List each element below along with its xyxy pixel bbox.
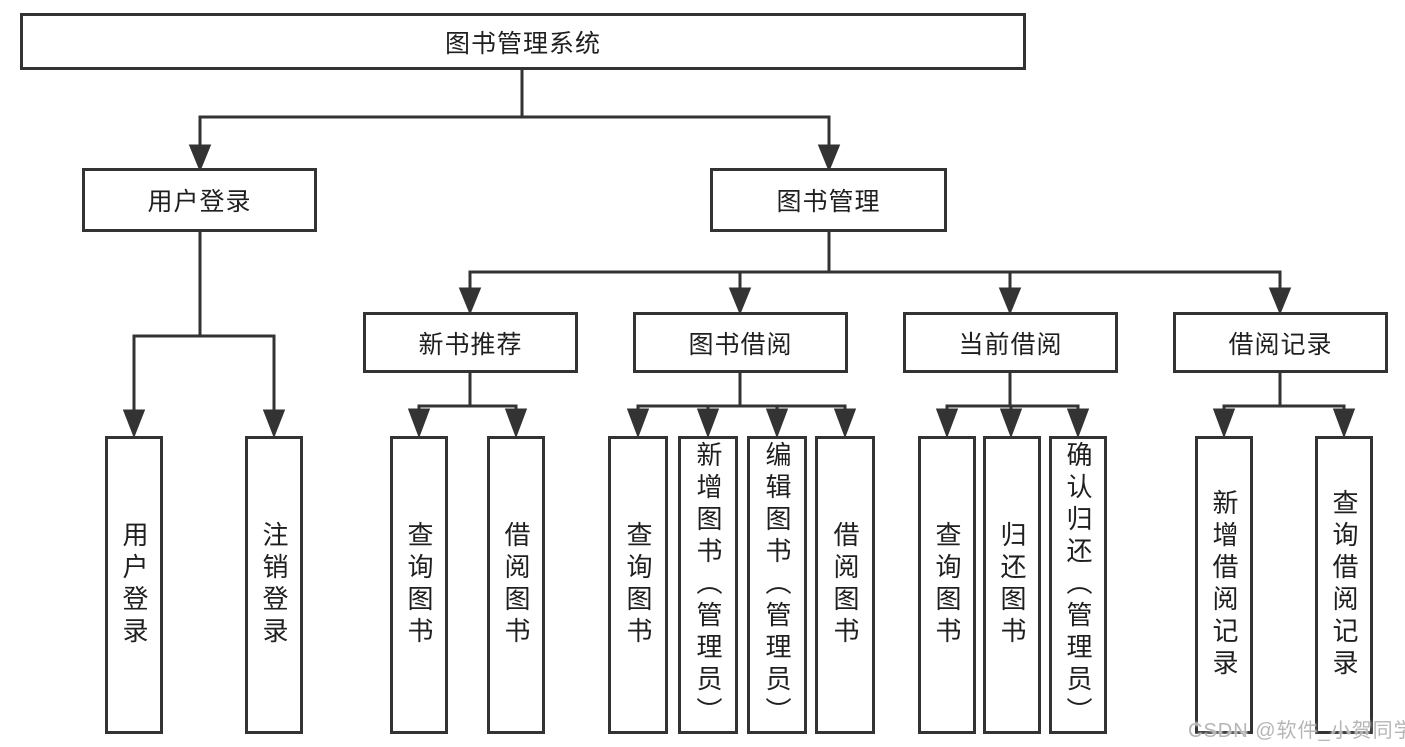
- node-borrowing-records-label: 借阅记录: [1228, 330, 1333, 359]
- node-user-login-label: 用户登录: [147, 188, 252, 216]
- leaf-cb-query-books: 查询图书: [918, 436, 976, 734]
- node-new-book-recommend: 新书推荐: [363, 312, 578, 373]
- leaf-nb-borrow-books: 借阅图书: [487, 436, 545, 734]
- node-library-system-label: 图书管理系统: [444, 29, 601, 58]
- leaf-bb-add-books-admin: 新增图书（管理员）: [678, 436, 738, 734]
- connector-records-children: [1212, 370, 1356, 439]
- node-book-borrowing: 图书借阅: [633, 312, 848, 373]
- node-book-borrowing-label: 图书借阅: [688, 330, 793, 359]
- leaf-user-login: 用户登录: [105, 436, 163, 734]
- node-current-borrowing-label: 当前借阅: [958, 330, 1063, 359]
- node-library-system: 图书管理系统: [20, 13, 1026, 70]
- leaf-cb-query-books-label: 查询图书: [932, 521, 962, 649]
- leaf-bb-borrow-books: 借阅图书: [815, 436, 875, 734]
- leaf-bb-query-books-label: 查询图书: [623, 521, 653, 649]
- csdn-watermark: CSDN @软件_小贺同学: [1188, 720, 1405, 742]
- leaf-user-login-label: 用户登录: [119, 521, 149, 649]
- leaf-bb-query-books: 查询图书: [608, 436, 668, 734]
- connector-new-book-children: [407, 370, 528, 439]
- connector-user-login-children: [122, 229, 286, 439]
- node-book-management: 图书管理: [710, 168, 947, 232]
- leaf-nb-query-books: 查询图书: [390, 436, 448, 734]
- leaf-cb-return-books-label: 归还图书: [997, 521, 1027, 649]
- leaf-cb-confirm-return-admin-label: 确认归还（管理员）: [1063, 441, 1093, 729]
- leaf-cb-confirm-return-admin: 确认归还（管理员）: [1049, 436, 1107, 734]
- connector-book-mgmt-to-level3: [458, 229, 1292, 315]
- connector-current-borrowing-children: [935, 370, 1090, 439]
- node-book-management-label: 图书管理: [776, 188, 881, 216]
- node-new-book-recommend-label: 新书推荐: [418, 330, 523, 359]
- leaf-rec-query-record-label: 查询借阅记录: [1329, 489, 1359, 681]
- connector-root-to-level2: [188, 66, 841, 172]
- connector-book-borrowing-children: [626, 370, 857, 439]
- leaf-logout-label: 注销登录: [259, 521, 289, 649]
- leaf-rec-add-record: 新增借阅记录: [1195, 436, 1253, 734]
- leaf-logout: 注销登录: [245, 436, 303, 734]
- leaf-bb-edit-books-admin: 编辑图书（管理员）: [747, 436, 807, 734]
- leaf-nb-borrow-books-label: 借阅图书: [501, 521, 531, 649]
- leaf-cb-return-books: 归还图书: [983, 436, 1041, 734]
- node-borrowing-records: 借阅记录: [1173, 312, 1388, 373]
- leaf-bb-borrow-books-label: 借阅图书: [830, 521, 860, 649]
- leaf-bb-add-books-admin-label: 新增图书（管理员）: [693, 441, 723, 729]
- node-user-login: 用户登录: [82, 168, 317, 232]
- leaf-rec-query-record: 查询借阅记录: [1315, 436, 1373, 734]
- node-current-borrowing: 当前借阅: [903, 312, 1118, 373]
- leaf-bb-edit-books-admin-label: 编辑图书（管理员）: [762, 441, 792, 729]
- leaf-rec-add-record-label: 新增借阅记录: [1209, 489, 1239, 681]
- leaf-nb-query-books-label: 查询图书: [404, 521, 434, 649]
